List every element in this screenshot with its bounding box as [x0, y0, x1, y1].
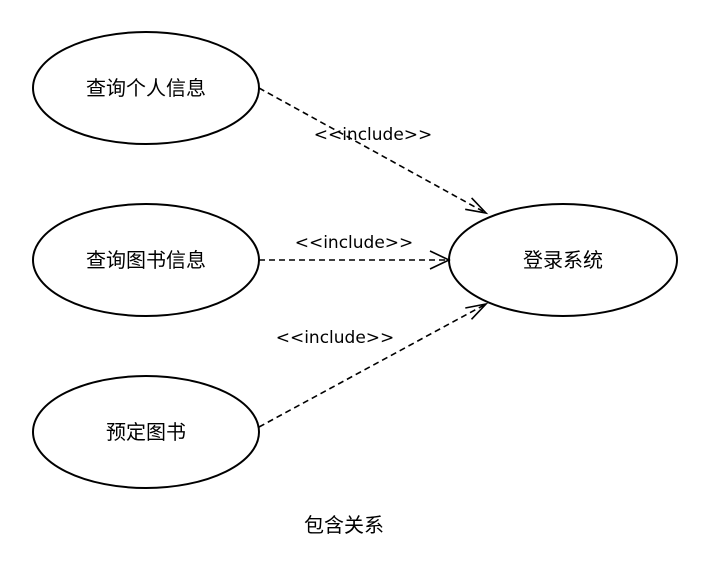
- use-case-query-personal-info: 查询个人信息: [32, 31, 260, 145]
- include-relation-reserve-book: <<include>>: [258, 302, 489, 428]
- open-arrowhead: [465, 197, 489, 215]
- use-case-login-system: 登录系统: [448, 203, 678, 317]
- include-stereotype-label: <<include>>: [314, 125, 433, 145]
- dashed-dependency-line: [258, 303, 487, 428]
- include-relation-book-info: <<include>>: [259, 233, 451, 270]
- use-case-query-book-info: 查询图书信息: [32, 203, 260, 317]
- use-case-reserve-book: 预定图书: [32, 375, 260, 489]
- open-arrowhead: [465, 302, 489, 320]
- use-case-label: 查询图书信息: [86, 248, 206, 272]
- open-arrowhead: [429, 250, 451, 270]
- include-stereotype-label: <<include>>: [295, 233, 414, 253]
- use-case-label: 预定图书: [106, 420, 186, 444]
- use-case-ellipse: [32, 375, 260, 489]
- use-case-label: 查询个人信息: [86, 76, 206, 100]
- include-stereotype-label: <<include>>: [276, 328, 395, 348]
- use-case-label: 登录系统: [523, 248, 603, 272]
- include-relation-personal-info: <<include>>: [258, 87, 489, 215]
- diagram-caption: 包含关系: [304, 513, 384, 537]
- dashed-dependency-line: [258, 87, 487, 214]
